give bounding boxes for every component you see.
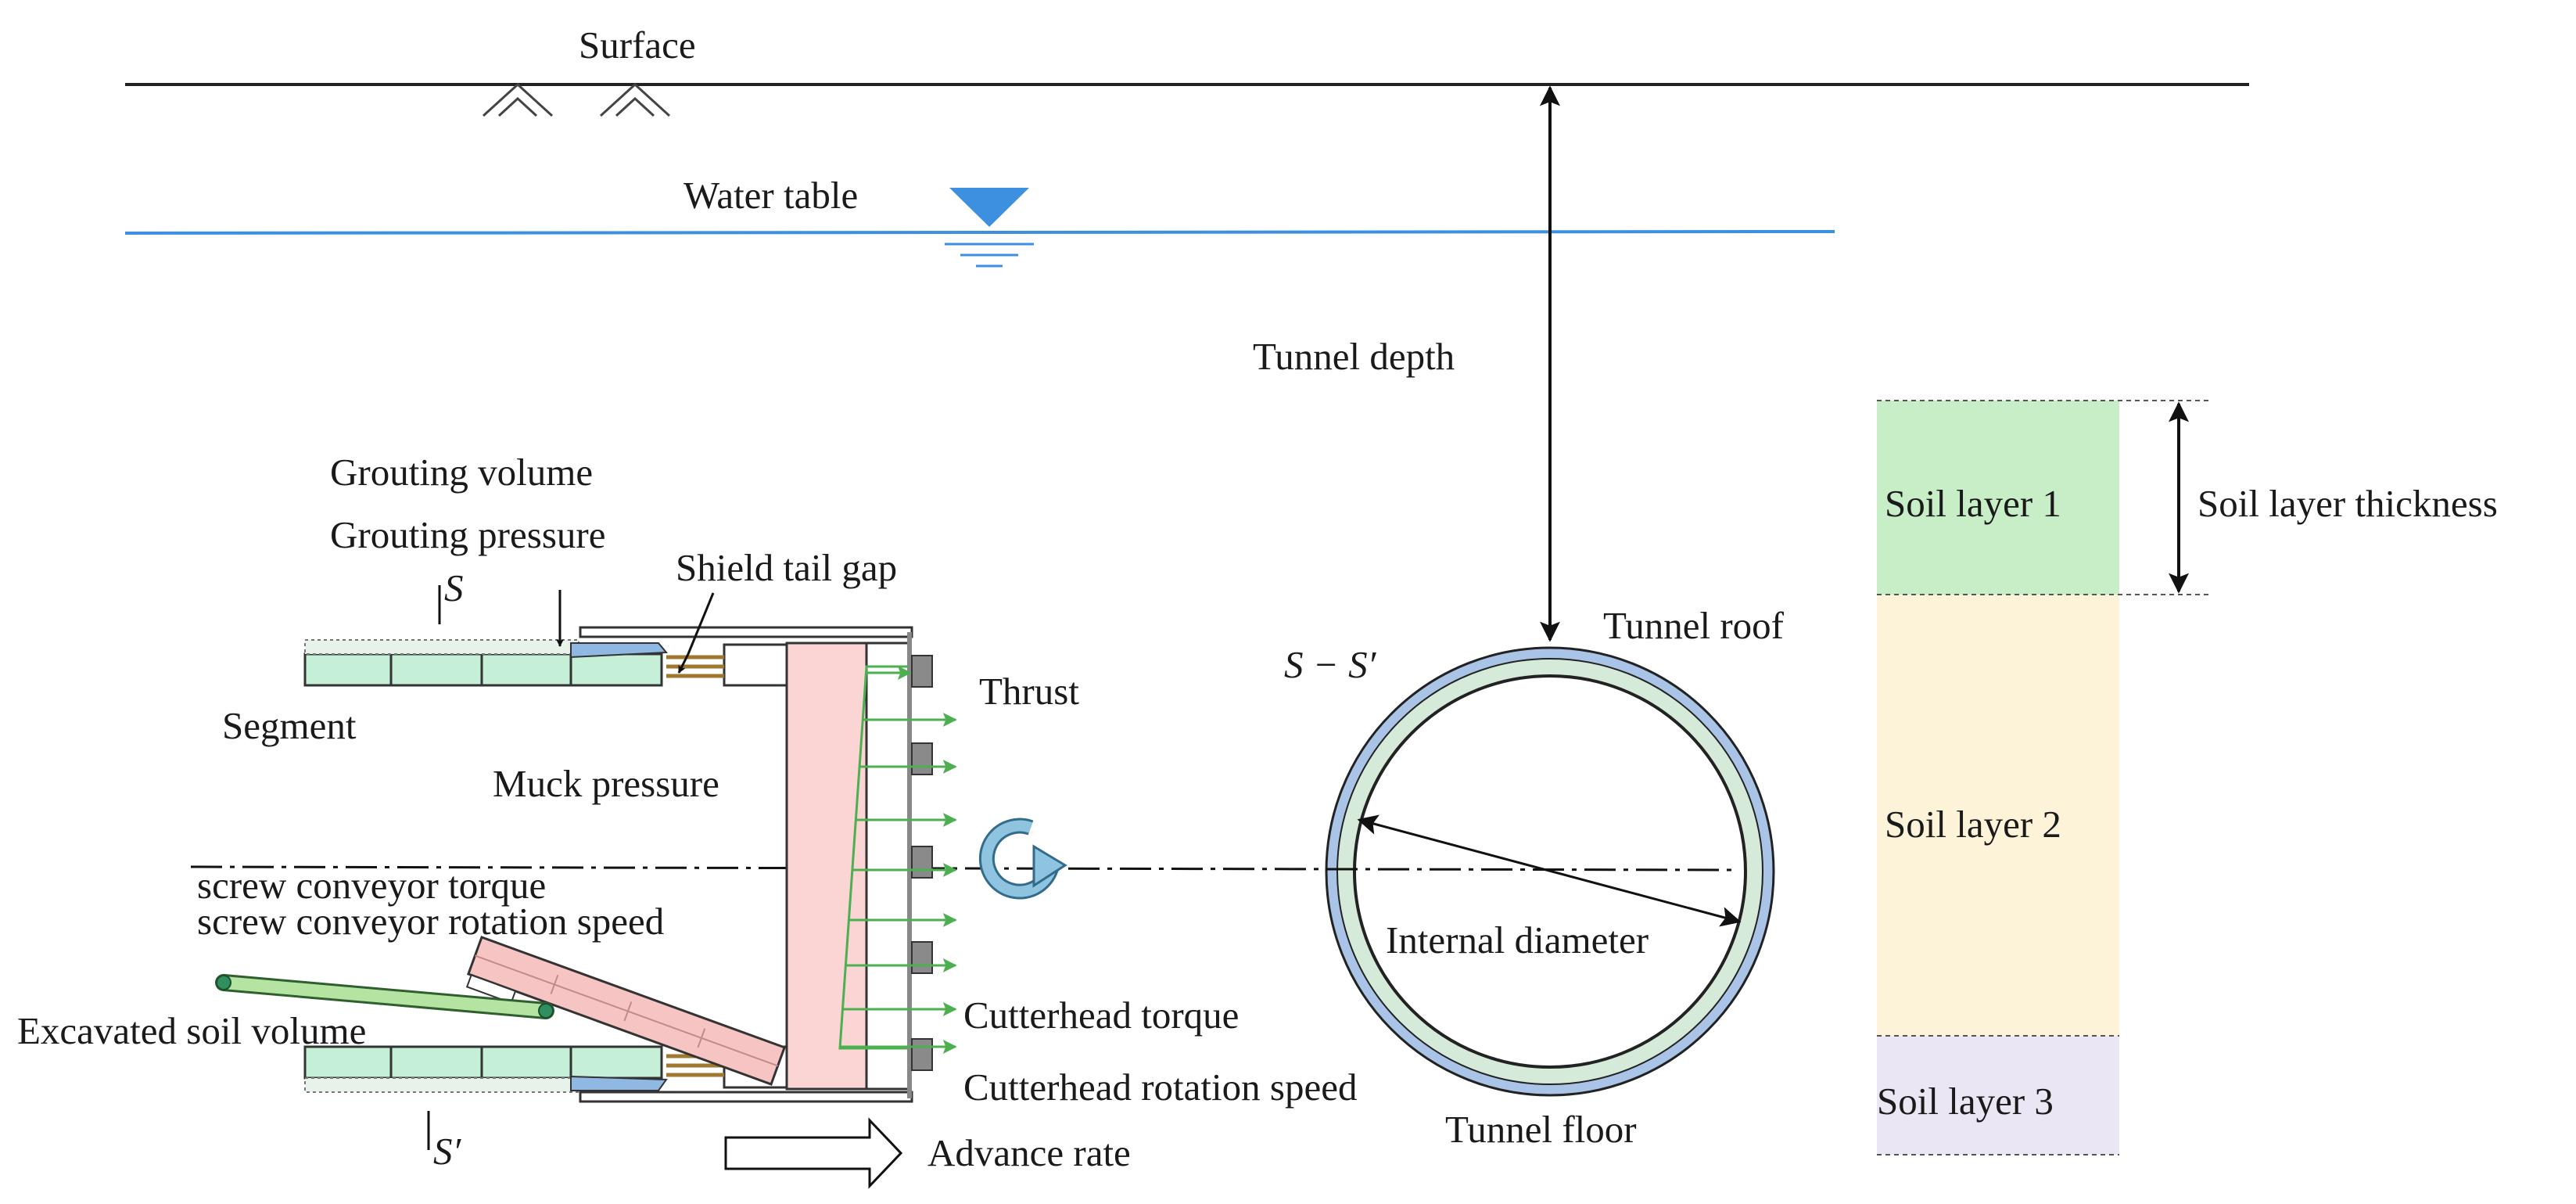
advance-rate-arrow bbox=[724, 1117, 903, 1189]
muck-pressure-label: Muck pressure bbox=[493, 762, 719, 805]
ground-hatch-icon bbox=[482, 82, 671, 117]
internal-diameter-label: Internal diameter bbox=[1386, 918, 1649, 961]
shield-tail-gap-pointer-tip bbox=[677, 653, 690, 674]
surface-label: Surface bbox=[579, 23, 696, 66]
soil-layer-1-block bbox=[1877, 401, 2119, 595]
excavated-soil-volume-label: Excavated soil volume bbox=[17, 1009, 366, 1052]
soil-layer-1-label: Soil layer 1 bbox=[1885, 482, 2061, 525]
grout-layer-bottom bbox=[304, 1077, 579, 1093]
thrust-pressure-distribution bbox=[838, 665, 907, 1050]
soil-layer-3-label: Soil layer 3 bbox=[1877, 1080, 2054, 1123]
grouting-volume-label: Grouting volume bbox=[330, 451, 593, 494]
cutterhead-rotation-speed-label: Cutterhead rotation speed bbox=[963, 1066, 1357, 1109]
soil-layer-boundaries bbox=[1877, 400, 2210, 1155]
shield-thrust-block bbox=[723, 643, 788, 1089]
soil-layer-3-block bbox=[1877, 1036, 2119, 1155]
excavated-soil-belt bbox=[215, 974, 554, 1019]
grout-wedge-bottom bbox=[570, 1075, 668, 1091]
screw-conveyor-torque-label: screw conveyor torque bbox=[197, 864, 546, 907]
segment-lining-bottom bbox=[303, 1045, 663, 1080]
cutter-disc-icons bbox=[911, 655, 933, 1071]
soil-layer-2-label: Soil layer 2 bbox=[1885, 803, 2061, 846]
screw-conveyor bbox=[465, 936, 787, 1086]
section-s-prime-label: S′ bbox=[433, 1130, 462, 1173]
shield-front-plate bbox=[907, 632, 912, 1098]
tunnel-roof-label: Tunnel roof bbox=[1603, 604, 1785, 647]
segment-lining-top bbox=[303, 652, 663, 687]
water-table-icon bbox=[949, 188, 1029, 227]
water-table-icon-lines bbox=[945, 243, 1034, 268]
screw-conveyor-rotation-speed-label: screw conveyor rotation speed bbox=[197, 900, 664, 943]
section-s-label: S bbox=[444, 566, 464, 609]
shield-pressure-bulkhead bbox=[785, 642, 868, 1091]
tunnel-floor-label: Tunnel floor bbox=[1445, 1108, 1637, 1151]
grout-wedge-top bbox=[570, 642, 669, 659]
shield-tail-gap-pointer bbox=[687, 592, 715, 655]
grout-layer-top bbox=[304, 639, 579, 655]
soil-layer-thickness-label: Soil layer thickness bbox=[2197, 482, 2498, 525]
advance-rate-label: Advance rate bbox=[927, 1131, 1131, 1174]
shield-tail-gap-label: Shield tail gap bbox=[676, 546, 897, 589]
thrust-arrows bbox=[840, 666, 957, 1054]
shield-front-frame bbox=[865, 642, 912, 1091]
water-table-label: Water table bbox=[683, 174, 858, 217]
section-s-s-prime-label: S − S′ bbox=[1284, 643, 1377, 686]
cutterhead-torque-label: Cutterhead torque bbox=[963, 994, 1239, 1037]
cutterhead-rotation-icon bbox=[978, 818, 1067, 900]
grouting-pressure-label: Grouting pressure bbox=[330, 513, 605, 556]
segment-label: Segment bbox=[222, 704, 357, 747]
water-table-line bbox=[124, 230, 1835, 235]
soil-layer-2-block bbox=[1877, 595, 2119, 1036]
tunnel-depth-label: Tunnel depth bbox=[1253, 335, 1455, 378]
thrust-label: Thrust bbox=[979, 670, 1079, 713]
